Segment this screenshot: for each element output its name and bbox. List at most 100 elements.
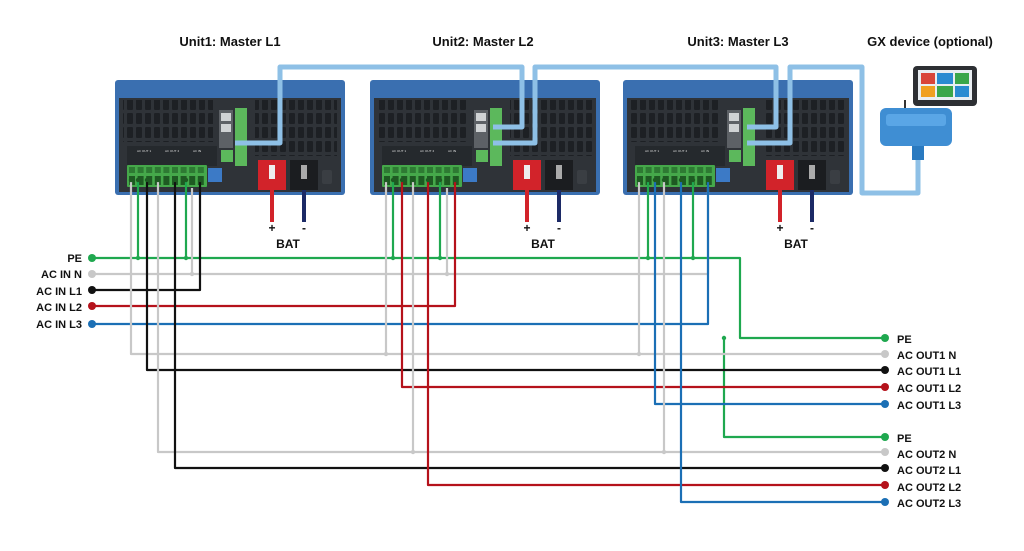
terminal-screw [680, 167, 686, 173]
terminal-screw [444, 167, 451, 173]
wire-in-l1 [92, 180, 202, 292]
power-switch [577, 170, 587, 184]
terminal-screw [671, 167, 678, 173]
out1-label-l2: AC OUT1 L2 [897, 383, 961, 395]
junction-dot [636, 351, 642, 357]
ac-input-labels: PE AC IN N AC IN L1 AC IN L2 AC IN L3 [36, 253, 82, 331]
out2-label-l1: AC OUT2 L1 [897, 465, 961, 477]
out2-label-l3: AC OUT2 L3 [897, 498, 961, 510]
bolt [524, 165, 530, 179]
unit1-title: Unit1: Master L1 [179, 34, 280, 49]
junction-dot [721, 335, 727, 341]
bolt [809, 165, 815, 179]
out1-label-l1: AC OUT1 L1 [897, 366, 961, 378]
wire-out2-l3 [679, 180, 885, 504]
terminal-screw [697, 167, 704, 173]
rj45-port [221, 124, 231, 132]
terminal-screw [146, 167, 153, 173]
bolt [777, 165, 783, 179]
unit3-title: Unit3: Master L3 [687, 34, 788, 49]
terminal-screw [427, 167, 433, 173]
terminal-dot [172, 177, 178, 183]
aux-connector [463, 168, 477, 182]
input-label-l2: AC IN L2 [36, 302, 82, 314]
terminal-screw [662, 167, 669, 173]
terminal-screw [180, 167, 187, 173]
ve-bus-cables [235, 64, 921, 196]
terminal-screw [163, 167, 170, 173]
terminal-dot [410, 177, 416, 183]
terminal-screw [392, 167, 399, 173]
terminal-group-label: AC OUT 1 [137, 149, 151, 153]
vent-grille-left [378, 100, 468, 142]
input-terminal-dot [88, 270, 96, 278]
battery-label: BAT [276, 237, 300, 251]
input-terminal-dot [88, 302, 96, 310]
cerbo-gx-box [880, 108, 952, 146]
aux-connector [208, 168, 222, 182]
terminal-screw [688, 167, 695, 173]
out1-terminal-dot [881, 400, 889, 408]
out1-terminal-dot [881, 383, 889, 391]
out2-terminal-dot [881, 433, 889, 441]
terminal-screw [129, 167, 135, 173]
battery-plus-label: + [268, 221, 275, 235]
terminal-dot [652, 177, 658, 183]
terminal-screw [637, 167, 643, 173]
terminal-dot [645, 177, 651, 183]
terminal-group-label: AC IN [448, 149, 456, 153]
input-terminal-dot [88, 320, 96, 328]
ac-out2-labels: PE AC OUT2 N AC OUT2 L1 AC OUT2 L2 AC OU… [897, 433, 961, 510]
out1-label-n: AC OUT1 N [897, 350, 956, 362]
terminal-slot [654, 176, 661, 185]
input-terminal-dot [88, 286, 96, 294]
terminal-screw [401, 167, 408, 173]
terminal-slot [697, 176, 704, 185]
terminal-dot [425, 177, 431, 183]
junction-dot [383, 351, 389, 357]
terminal-slot [671, 176, 678, 185]
out1-terminal-dot [881, 366, 889, 374]
terminal-screw [705, 167, 712, 173]
junction-dot [661, 449, 667, 455]
wire-out2-l1 [173, 180, 885, 470]
terminal-slot [146, 176, 153, 185]
terminal-slot [180, 176, 187, 185]
terminal-dot [452, 177, 458, 183]
gx-device-title: GX device (optional) [867, 34, 993, 49]
io-terminal-small [729, 150, 741, 162]
input-label-l1: AC IN L1 [36, 286, 82, 298]
terminal-dot [135, 177, 141, 183]
junction-dot [183, 255, 189, 261]
connection-dots [88, 177, 889, 506]
terminal-slot [392, 176, 399, 185]
terminal-slot [401, 176, 408, 185]
input-label-n: AC IN N [41, 269, 82, 281]
terminal-label-strip [635, 146, 725, 166]
battery-plus-label: + [776, 221, 783, 235]
junction-dot [437, 255, 443, 261]
terminal-slot [137, 176, 144, 185]
terminal-dot [189, 177, 195, 183]
terminal-screw [189, 167, 196, 173]
battery-minus-label: - [810, 221, 814, 235]
input-label-l3: AC IN L3 [36, 319, 82, 331]
terminal-group-label: AC OUT 2 [420, 149, 434, 153]
terminal-group-label: AC OUT 2 [165, 149, 179, 153]
rj45-port [476, 124, 486, 132]
wire-in-l2 [92, 180, 457, 308]
out1-label-l3: AC OUT1 L3 [897, 400, 961, 412]
input-label-pe: PE [67, 253, 82, 265]
rj45-port [729, 124, 739, 132]
out1-terminal-dot [881, 350, 889, 358]
out2-terminal-dot [881, 481, 889, 489]
io-terminal-small [476, 150, 488, 162]
bolt [301, 165, 307, 179]
wire-out2-n [156, 180, 885, 454]
wire-in-n [92, 188, 710, 276]
terminal-dot [128, 177, 134, 183]
terminal-screw [654, 167, 661, 173]
vent-grille-right [255, 100, 337, 156]
terminal-dot [444, 177, 450, 183]
wire-out1-n [129, 180, 885, 356]
